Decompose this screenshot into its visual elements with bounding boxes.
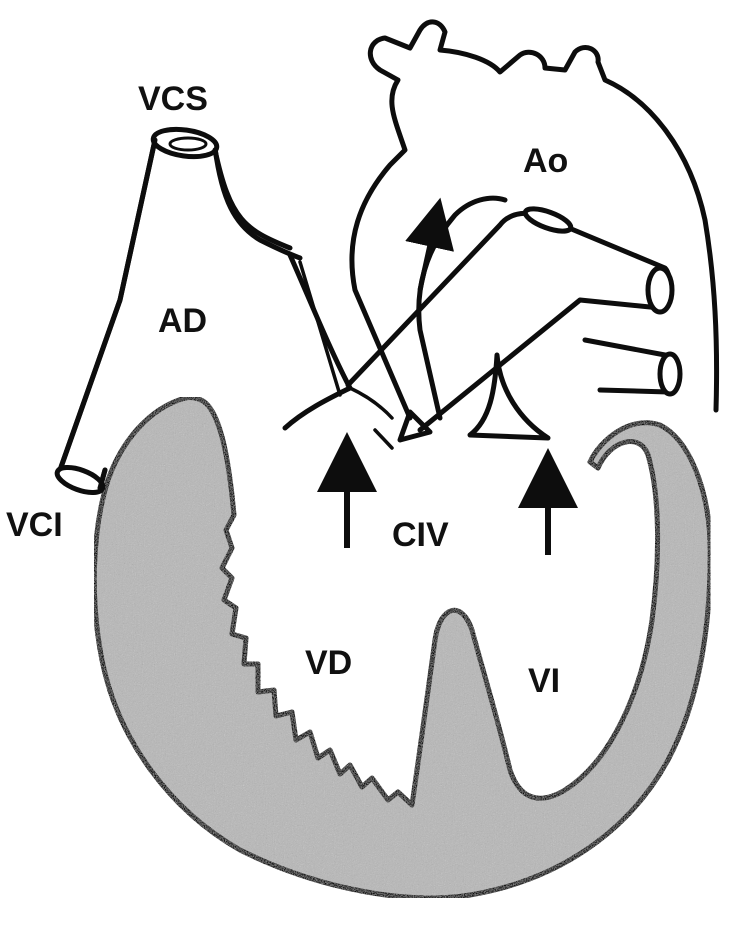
label-civ: CIV xyxy=(392,516,449,554)
pulmonary-branch-opening-top xyxy=(523,204,574,235)
civ-defect-tip xyxy=(375,430,392,448)
pulmonary-branch-opening-right xyxy=(648,268,672,312)
tricuspid-valve-left xyxy=(285,255,350,428)
arrow-into-aorta xyxy=(420,222,435,290)
label-vci: VCI xyxy=(6,506,63,544)
left-pulmonary-opening xyxy=(660,354,680,394)
label-vd: VD xyxy=(305,644,352,682)
civ-defect-edge xyxy=(400,412,430,440)
label-vcs: VCS xyxy=(138,80,208,118)
label-ad: AD xyxy=(158,302,207,340)
myocardium-wall xyxy=(94,397,710,898)
vcs-lumen xyxy=(170,138,206,150)
mitral-valve xyxy=(470,355,548,438)
label-vi: VI xyxy=(528,662,560,700)
vci-opening xyxy=(54,462,106,497)
label-ao: Ao xyxy=(523,142,568,180)
vci-outline xyxy=(60,300,120,491)
